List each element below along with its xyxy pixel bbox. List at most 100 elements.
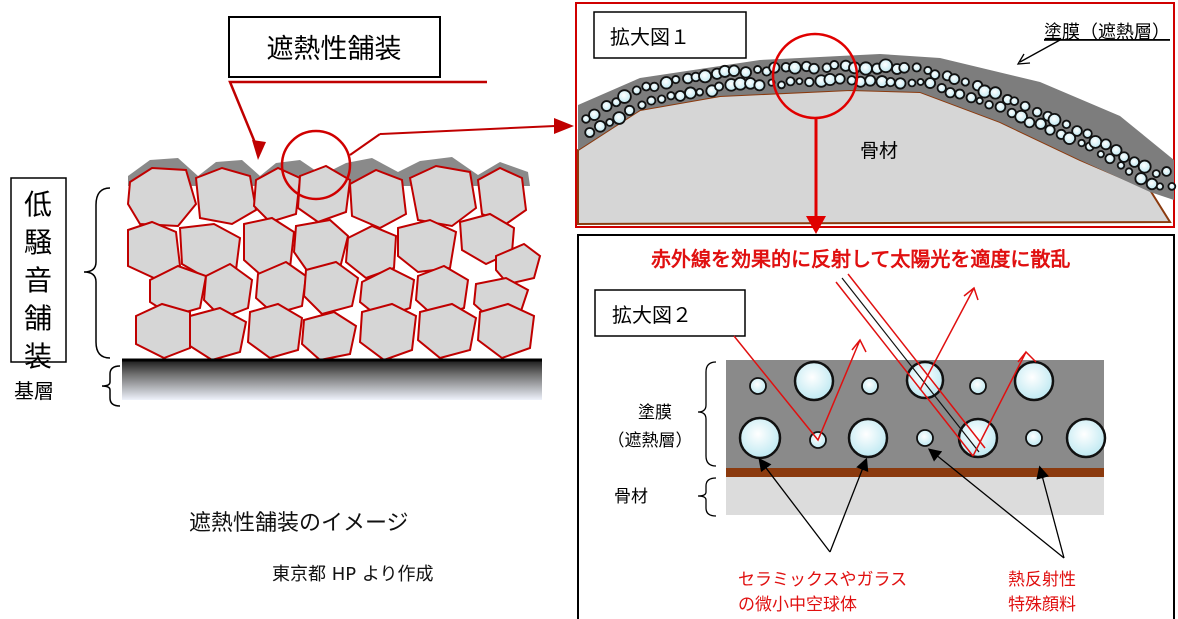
hollow-microsphere	[1013, 360, 1055, 402]
zoom1-sphere	[1061, 119, 1072, 129]
zoom2-brown-line	[726, 468, 1104, 477]
zoom1-sphere	[649, 81, 660, 93]
zoom1-aggregate-label: 骨材	[860, 140, 898, 162]
zoom-connector-line	[349, 133, 381, 156]
zoom2-label: 拡大図２	[612, 303, 692, 327]
zoom-view-1: 拡大図１ 塗膜（遮熱層） 骨材	[575, 2, 1177, 234]
label-pointers	[758, 448, 1065, 559]
zoom1-sphere	[1077, 138, 1086, 148]
zoom1-label-box	[593, 11, 747, 59]
zoom-arrowhead	[554, 118, 574, 134]
zoom1-sphere	[695, 87, 705, 97]
zoom1-sphere	[1044, 124, 1056, 136]
zoom1-sphere	[674, 90, 687, 102]
zoom1-sphere	[834, 73, 846, 85]
zoom1-sphere	[894, 77, 907, 90]
aggregate-stones	[126, 164, 542, 362]
zoom1-sphere	[785, 76, 796, 87]
zoom1-sphere	[659, 76, 674, 90]
pigment-label-2: 特殊顔料	[1008, 595, 1076, 615]
zoom1-sphere	[1128, 156, 1141, 168]
zoom1-sphere	[1124, 167, 1134, 176]
zoom1-sphere	[1116, 161, 1126, 170]
zoom1-sphere	[777, 80, 786, 90]
zoom1-sphere	[858, 61, 873, 76]
zoom1-sphere	[605, 118, 615, 127]
pigment-particle	[1025, 429, 1043, 447]
low-noise-label-char: 装	[24, 340, 52, 373]
zoom1-sphere	[878, 58, 894, 74]
zoom1-sphere	[1088, 135, 1103, 149]
low-noise-label-char: 舗	[24, 302, 52, 335]
zoom1-sphere	[1110, 144, 1123, 157]
zoom1-sphere	[698, 69, 713, 84]
zoom1-sphere	[1096, 150, 1105, 159]
zoom1-sphere	[1100, 138, 1112, 151]
zoom1-sphere	[960, 77, 970, 87]
zoom1-sphere	[823, 72, 837, 87]
zoom1-sphere	[984, 100, 994, 110]
zoom1-sphere	[1145, 177, 1159, 191]
zoom1-sphere	[584, 127, 596, 138]
low-noise-label-char: 騒	[24, 226, 52, 259]
title-box	[228, 16, 441, 78]
zoom1-sphere	[829, 60, 840, 70]
low-noise-label-char: 音	[24, 264, 52, 297]
zoom1-sphere	[1137, 159, 1152, 174]
zoom1-sphere	[944, 87, 956, 99]
zoom1-sphere	[929, 69, 941, 81]
title-text: 遮熱性舗装	[267, 34, 402, 65]
zoom1-coating-label: 塗膜（遮熱層）	[1044, 21, 1170, 43]
zoom1-sphere	[948, 73, 961, 85]
zoom1-sphere	[646, 95, 657, 106]
zoom2-aggregate-label: 骨材	[614, 487, 648, 507]
zoom1-sphere	[923, 65, 933, 75]
zoom1-sphere	[739, 66, 752, 79]
zoom1-sphere	[1161, 166, 1172, 177]
hollow-microsphere	[1065, 417, 1107, 459]
pigment-particle	[749, 377, 767, 395]
zoom1-sphere	[641, 81, 652, 92]
zoom1-coating	[578, 54, 1174, 200]
base-label: 基層	[14, 379, 54, 403]
zoom1-sphere	[631, 85, 642, 96]
zoom1-sphere	[936, 83, 947, 94]
zoom1-sphere	[954, 88, 966, 100]
microsphere-label-1: セラミックスやガラス	[738, 570, 907, 590]
zoom1-spheres	[581, 58, 1177, 191]
zoom2-spheres	[738, 360, 1107, 460]
low-noise-brace	[83, 187, 111, 359]
zoom-circle-1	[280, 129, 352, 201]
zoom2-coating-label-1: 塗膜	[638, 402, 672, 423]
zoom1-sphere	[1104, 153, 1116, 165]
zoom1-sphere	[988, 86, 1002, 100]
zoom1-sphere	[684, 86, 697, 100]
zoom1-sphere	[1019, 100, 1031, 112]
hollow-microsphere	[738, 416, 782, 460]
zoom1-sphere	[588, 108, 601, 121]
pavement-section: 遮熱性舗装	[10, 16, 574, 585]
zoom1-sphere	[1047, 112, 1062, 127]
zoom2-label-box	[594, 289, 746, 337]
zoom1-sphere	[788, 60, 802, 75]
zoom1-sphere	[753, 65, 763, 74]
zoom1-sphere	[977, 84, 992, 99]
zoom1-sphere	[593, 120, 607, 133]
low-noise-label: 低騒音舗装	[24, 188, 52, 373]
zoom1-sphere	[1167, 182, 1177, 191]
zoom1-sphere	[637, 100, 647, 110]
title-leader-arrowhead	[252, 140, 266, 160]
zoom2-aggregate-layer	[726, 477, 1104, 515]
zoom1-sphere	[911, 62, 922, 73]
title-leader-line	[228, 80, 487, 151]
zoom1-sphere	[624, 104, 636, 117]
zoom1-sphere	[885, 76, 896, 88]
zoom1-sphere	[1062, 131, 1077, 145]
zoom2-headline: 赤外線を効果的に反射して太陽光を適度に散乱	[651, 247, 1070, 271]
zoom1-pointer-arrow	[1016, 53, 1031, 65]
zoom1-sphere	[804, 76, 815, 88]
pigment-particle	[969, 377, 987, 395]
zoom1-sphere	[1034, 117, 1047, 130]
zoom-connector-line-2	[379, 125, 556, 135]
